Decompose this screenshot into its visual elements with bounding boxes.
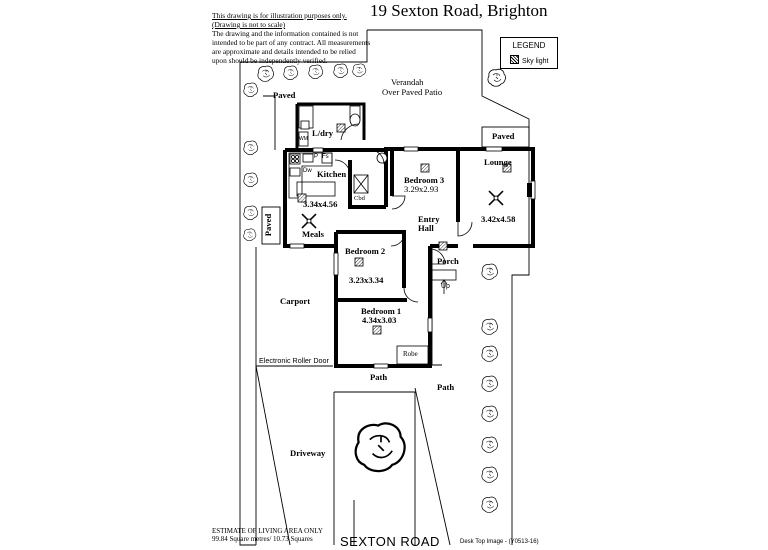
label-roller-door: Electronic Roller Door bbox=[259, 356, 329, 365]
laundry-fixtures bbox=[298, 105, 361, 147]
label-paved-left: Paved bbox=[263, 213, 274, 237]
page-title: 19 Sexton Road, Brighton bbox=[370, 1, 548, 20]
disclaimer-line1: This drawing is for illustration purpose… bbox=[212, 11, 347, 20]
house-walls bbox=[283, 147, 535, 368]
label-lounge-size: 3.42x4.58 bbox=[481, 214, 516, 224]
legend-title: LEGEND bbox=[512, 41, 546, 50]
kitchen-benches bbox=[288, 152, 336, 199]
label-bedroom3: Bedroom 3 bbox=[404, 175, 445, 185]
label-porch: Porch bbox=[437, 256, 459, 266]
robe bbox=[396, 345, 429, 365]
label-entry: Entry bbox=[418, 214, 440, 224]
trees bbox=[243, 63, 506, 513]
property-boundary bbox=[239, 29, 530, 546]
label-paved-right: Paved bbox=[492, 131, 515, 141]
skylight-icon bbox=[336, 123, 346, 133]
skylight-icon bbox=[438, 241, 448, 251]
legend-item-label: Sky light bbox=[522, 58, 549, 65]
area-estimate-value: 99.84 Square metres/ 10.73 Squares bbox=[212, 535, 313, 543]
road-name: SEXTON ROAD bbox=[340, 534, 440, 549]
disclaimer: This drawing is for illustration purpose… bbox=[212, 11, 372, 65]
label-robe: Robe bbox=[403, 350, 418, 358]
label-bedroom1: Bedroom 1 bbox=[361, 306, 402, 316]
label-dishwasher: Dw bbox=[303, 168, 312, 174]
legend: LEGEND Sky light bbox=[500, 37, 558, 69]
label-fridge: Fs bbox=[322, 154, 329, 160]
doors[interactable] bbox=[334, 149, 473, 303]
label-kitchen-size: 3.34x4.56 bbox=[303, 199, 338, 209]
label-verandah-sub: Over Paved Patio bbox=[382, 87, 443, 97]
label-meals: Meals bbox=[302, 229, 324, 239]
label-path-1: Path bbox=[370, 372, 388, 382]
skylight-icon bbox=[502, 163, 512, 173]
skylight-icon bbox=[354, 257, 364, 267]
windows bbox=[289, 146, 536, 369]
ceiling-fan-icon bbox=[301, 213, 317, 229]
label-path-2: Path bbox=[437, 382, 455, 392]
disclaimer-line2: (Drawing is not to scale) bbox=[212, 20, 286, 29]
porch-step bbox=[431, 269, 457, 294]
skylight-icon bbox=[297, 193, 307, 203]
label-carport: Carport bbox=[280, 296, 311, 306]
disclaimer-body: The drawing and the information containe… bbox=[212, 29, 371, 65]
label-paved-top: Paved bbox=[273, 90, 296, 100]
laundry-walls bbox=[295, 102, 366, 150]
image-reference: Desk Top Image - (Y0513-16) bbox=[460, 539, 539, 545]
label-driveway: Driveway bbox=[290, 448, 326, 458]
label-bedroom1-size: 4.34x3.03 bbox=[362, 315, 397, 325]
ceiling-fan-icon bbox=[488, 190, 504, 206]
label-hall: Hall bbox=[418, 223, 434, 233]
label-up: Up bbox=[441, 283, 450, 290]
label-verandah: Verandah bbox=[391, 77, 424, 87]
label-bedroom2-size: 3.23x3.34 bbox=[349, 275, 384, 285]
label-kitchen: Kitchen bbox=[317, 169, 347, 179]
label-bedroom3-size: 3.29x2.93 bbox=[404, 184, 439, 194]
label-bedroom2: Bedroom 2 bbox=[345, 246, 386, 256]
area-estimate-title: ESTIMATE OF LIVING AREA ONLY bbox=[212, 527, 323, 535]
label-cupboard: Cbd bbox=[354, 195, 365, 202]
label-pantry: P bbox=[314, 154, 319, 160]
fireplace bbox=[527, 183, 532, 197]
label-laundry: L/dry bbox=[312, 128, 334, 138]
skylight-icon bbox=[420, 163, 430, 173]
label-lounge: Lounge bbox=[484, 157, 512, 167]
skylight-icon bbox=[372, 325, 382, 335]
skylight-icon bbox=[510, 55, 519, 64]
laundry-door[interactable] bbox=[340, 123, 360, 141]
skylight-icons bbox=[297, 123, 512, 335]
ceiling-fans bbox=[301, 190, 504, 229]
area-estimate: ESTIMATE OF LIVING AREA ONLY 99.84 Squar… bbox=[212, 527, 323, 543]
legend-item: Sky light bbox=[510, 55, 548, 65]
label-washing-machine: WM bbox=[299, 136, 308, 142]
cupboard bbox=[353, 152, 388, 194]
